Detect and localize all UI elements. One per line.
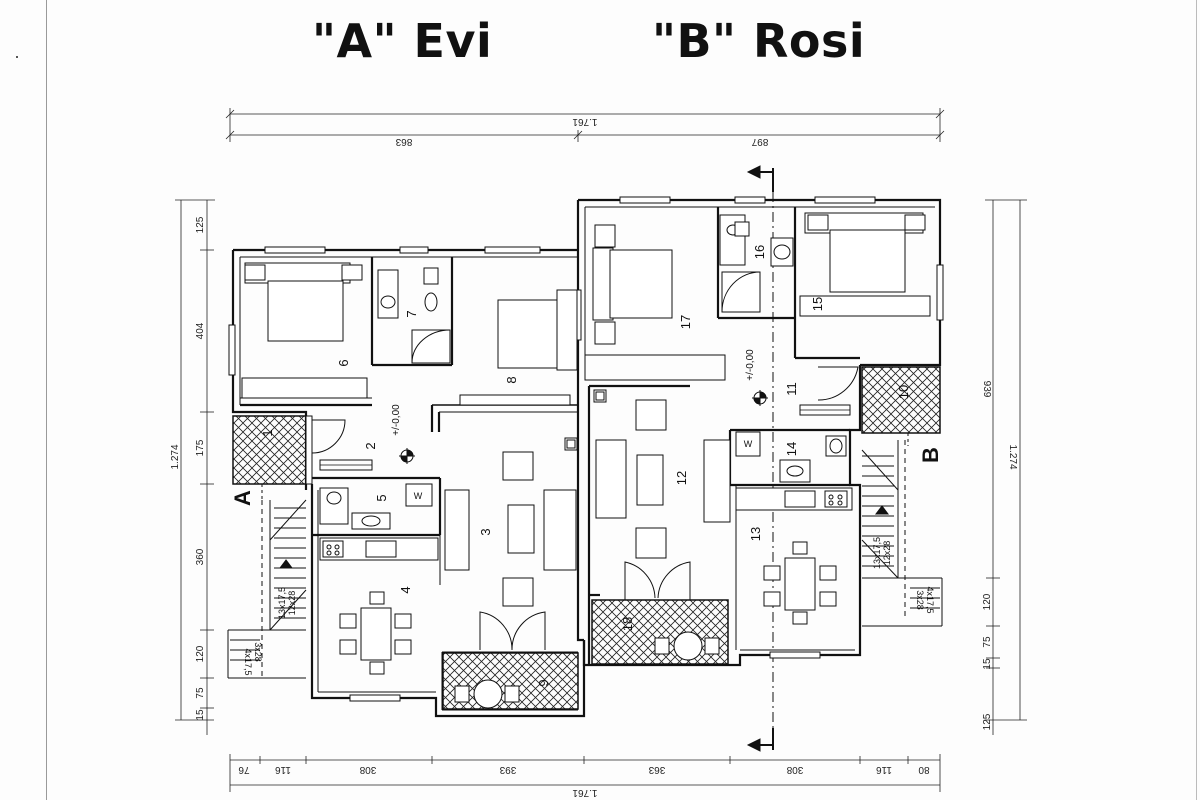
unit-a-furniture [241,262,578,709]
page-border-left [46,0,47,800]
right-stair-landing-a: 3x28 [915,590,925,610]
left-stair-label-tread: 12x28 [287,591,297,616]
bottom-dimension-values: 76 116 308 393 363 308 116 80 1.761 [238,764,930,798]
room-number-3: 3 [478,528,493,535]
right-dim-1: 120 [982,593,993,610]
section-cut-line [746,165,774,752]
room-number-13: 13 [748,527,763,541]
top-right-dimension: 897 [751,136,768,147]
unit-a-title: "A" Evi [312,14,493,68]
left-dim-3: 175 [195,439,206,456]
scan-speck [16,56,18,58]
bottom-dim-2: 116 [275,764,291,775]
left-dimension-values: 125 404 175 360 120 75 15 1.274 [170,216,206,720]
page-border-right [1196,0,1197,800]
left-dim-2: 404 [195,322,206,339]
bottom-dim-7: 116 [876,764,892,775]
right-stairs [861,440,943,627]
room-number-12: 12 [674,471,689,485]
room-number-15: 15 [810,297,825,311]
bottom-dim-3: 308 [359,764,376,775]
bottom-dim-6: 308 [786,764,803,775]
right-dim-2: 75 [982,636,993,648]
left-stair-landing-a: 3x28 [253,642,263,662]
room-number-9: 9 [536,679,551,686]
right-dim-3: 15 [982,658,993,670]
right-dim-4: 125 [982,713,993,730]
room-number-1: 1 [260,429,275,436]
right-stair-landing-b: 4x17,5 [925,586,935,613]
section-mark-a: A [230,490,255,506]
left-stair-label-main: 13x17,5 [277,587,287,619]
right-dimension-values: 939 1.274 120 75 15 125 [981,381,1018,731]
room-number-11: 11 [784,382,799,396]
top-total-dimension: 1.761 [572,116,597,127]
left-stair-landing-b: 4x17,5 [243,648,253,675]
bottom-dim-5: 363 [648,764,665,775]
top-left-dimension: 863 [395,136,412,147]
room-number-10: 10 [896,385,911,399]
washer-label-a: W [414,491,423,501]
unit-a-terraces [232,415,579,710]
left-dim-4: 360 [195,548,206,565]
right-stair-label-tread: 12x28 [882,541,892,566]
left-dim-7: 15 [195,709,206,721]
top-dimension-lines [225,108,945,142]
bottom-dim-4: 393 [499,764,516,775]
left-dim-6: 75 [195,687,206,699]
right-stair-label-main: 13x17,5 [872,537,882,569]
windows [228,196,944,702]
room-number-14: 14 [784,442,799,456]
section-mark-b: B [918,447,943,463]
right-dimension-lines [985,199,1027,735]
left-total-dimension: 1.274 [170,444,181,469]
room-number-18: 18 [620,617,635,631]
bottom-dimension-lines [229,754,941,792]
bottom-dim-1: 76 [238,764,250,775]
room-number-8: 8 [504,376,519,383]
right-overall-dimension: 939 [981,381,992,398]
left-dim-1: 125 [195,216,206,233]
bottom-total-dimension: 1.761 [572,787,597,798]
room-number-5: 5 [374,494,389,501]
elevation-label-a: +/-0,00 [391,404,402,436]
room-number-17: 17 [678,315,693,329]
room-number-16: 16 [752,245,767,259]
room-number-2: 2 [363,442,378,449]
right-total-dimension: 1.274 [1007,444,1018,469]
elevation-markers [399,390,768,464]
washer-label-b: W [744,439,753,449]
unit-b-title: "B" Rosi [652,14,866,68]
bottom-dim-8: 80 [918,764,930,775]
doors [311,366,859,651]
room-numbers: 1 2 3 4 5 6 7 8 9 10 11 12 13 14 15 16 1… [260,245,911,687]
left-dim-5: 120 [195,645,206,662]
elevation-label-b: +/-0,00 [745,349,756,381]
room-number-7: 7 [404,310,419,317]
room-number-6: 6 [336,359,351,366]
unit-b-furniture [592,212,931,661]
left-stairs [227,499,307,680]
left-dimension-lines [175,199,215,735]
room-number-4: 4 [398,586,413,593]
